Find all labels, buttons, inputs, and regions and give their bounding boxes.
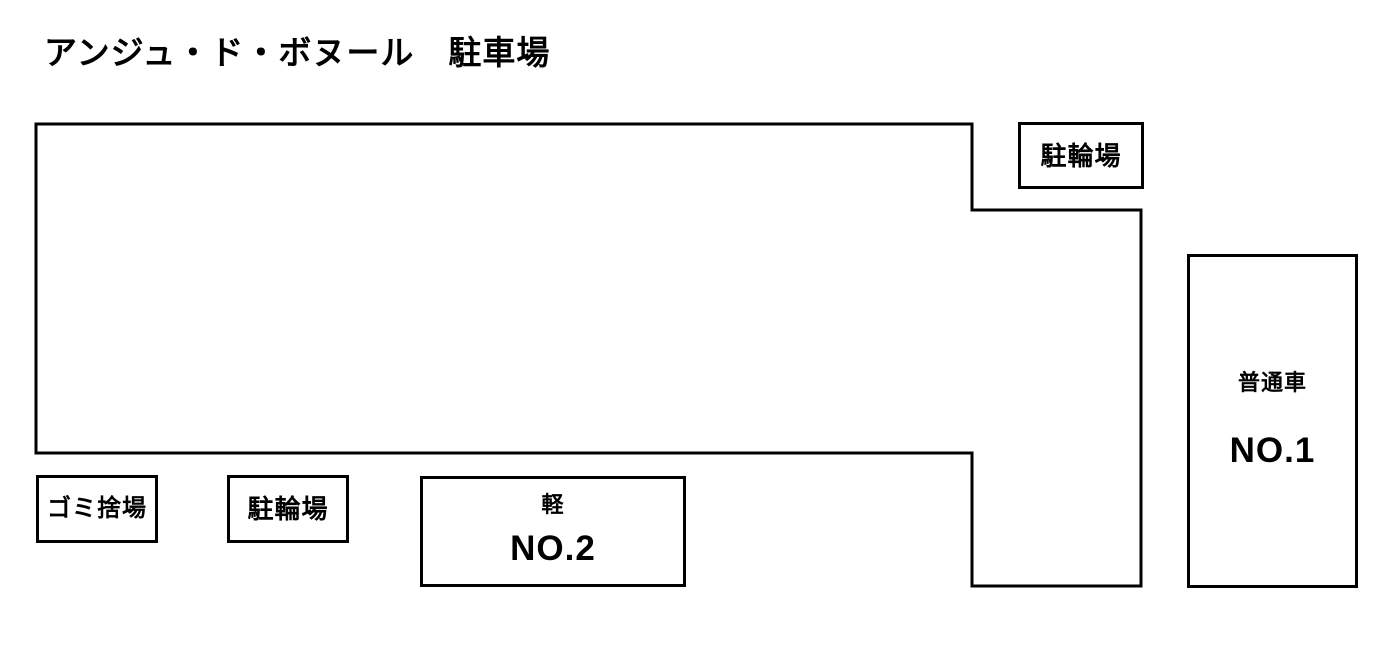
garbage-area-label: ゴミ捨場 [47,495,147,522]
no1-vehicle-type-label: 普通車 [1237,369,1307,395]
bicycle-parking-bottom-label: 駐輪場 [247,494,329,524]
bicycle-parking-top-label: 駐輪場 [1040,140,1122,171]
garbage-area-box: ゴミ捨場 [36,475,158,543]
parking-space-no1-box: 普通車 NO.1 [1187,254,1358,588]
no2-space-number-label: NO.2 [510,529,596,569]
lot-boundary-path [34,122,1143,588]
bicycle-parking-bottom-box: 駐輪場 [227,475,349,543]
bicycle-parking-top-box: 駐輪場 [1018,122,1144,189]
parking-space-no2-box: 軽 NO.2 [420,476,686,587]
page-title: アンジュ・ド・ボヌール 駐車場 [44,34,551,71]
no1-space-number-label: NO.1 [1229,430,1316,470]
no2-vehicle-type-label: 軽 [541,492,565,518]
